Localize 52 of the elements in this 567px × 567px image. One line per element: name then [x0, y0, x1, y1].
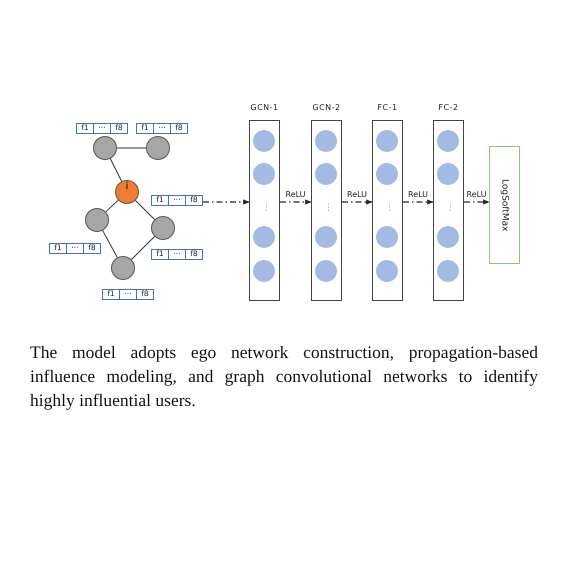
neuron-circle [315, 226, 337, 248]
connector-line [130, 236, 156, 260]
output-box: LogSoftMax [489, 146, 520, 264]
feature-vector [49, 243, 101, 254]
ellipsis-mark: ⋮ [324, 203, 333, 213]
ellipsis-mark: ⋮ [446, 203, 455, 213]
neuron-circle [376, 226, 398, 248]
neuron-circle [315, 260, 337, 282]
graph-node: i [115, 180, 139, 204]
neuron-circle [437, 260, 459, 282]
layer-title: FC-2 [437, 103, 460, 112]
connector-line [102, 230, 118, 258]
connector-line [110, 158, 122, 182]
neuron-circle [253, 226, 275, 248]
edge-label: ReLU [284, 190, 307, 199]
neuron-circle [253, 260, 275, 282]
connector-line [105, 200, 119, 212]
arrow [203, 199, 250, 205]
caption: The model adopts ego network construction, propagation-based influence modeling, and graph convolutional networks to identify highly influential users. [30, 341, 538, 412]
edge-label: ReLU [466, 190, 488, 199]
graph-node [93, 136, 117, 160]
layer-title: GCN-2 [311, 103, 342, 112]
graph-node [111, 256, 135, 280]
edge-label: ReLU [407, 190, 430, 199]
layer-title: FC-1 [376, 103, 399, 112]
graph-node [146, 136, 170, 160]
neuron-circle [315, 162, 337, 184]
neuron-circle [376, 162, 398, 184]
arrow [342, 199, 373, 205]
feature-vector [76, 123, 128, 134]
arrow [403, 199, 434, 205]
graph-node [85, 208, 109, 232]
feature-vector [102, 289, 154, 300]
arrow [280, 199, 312, 205]
neuron-circle [437, 162, 459, 184]
neuron-circle [376, 130, 398, 152]
ellipsis-mark: ⋮ [385, 203, 394, 213]
feature-vector [136, 123, 188, 134]
graph-node [151, 216, 175, 240]
feature-vector [151, 249, 203, 260]
arrow [464, 199, 490, 205]
neuron-circle [437, 130, 459, 152]
connector-line [134, 200, 156, 220]
neuron-circle [315, 130, 337, 152]
neuron-circle [253, 162, 275, 184]
feature-vector [151, 195, 203, 206]
neuron-circle [253, 130, 275, 152]
edge-label: ReLU [346, 190, 368, 199]
ellipsis-mark: ⋮ [262, 203, 271, 213]
layer-title: GCN-1 [249, 103, 280, 112]
neuron-circle [376, 260, 398, 282]
neuron-circle [437, 226, 459, 248]
